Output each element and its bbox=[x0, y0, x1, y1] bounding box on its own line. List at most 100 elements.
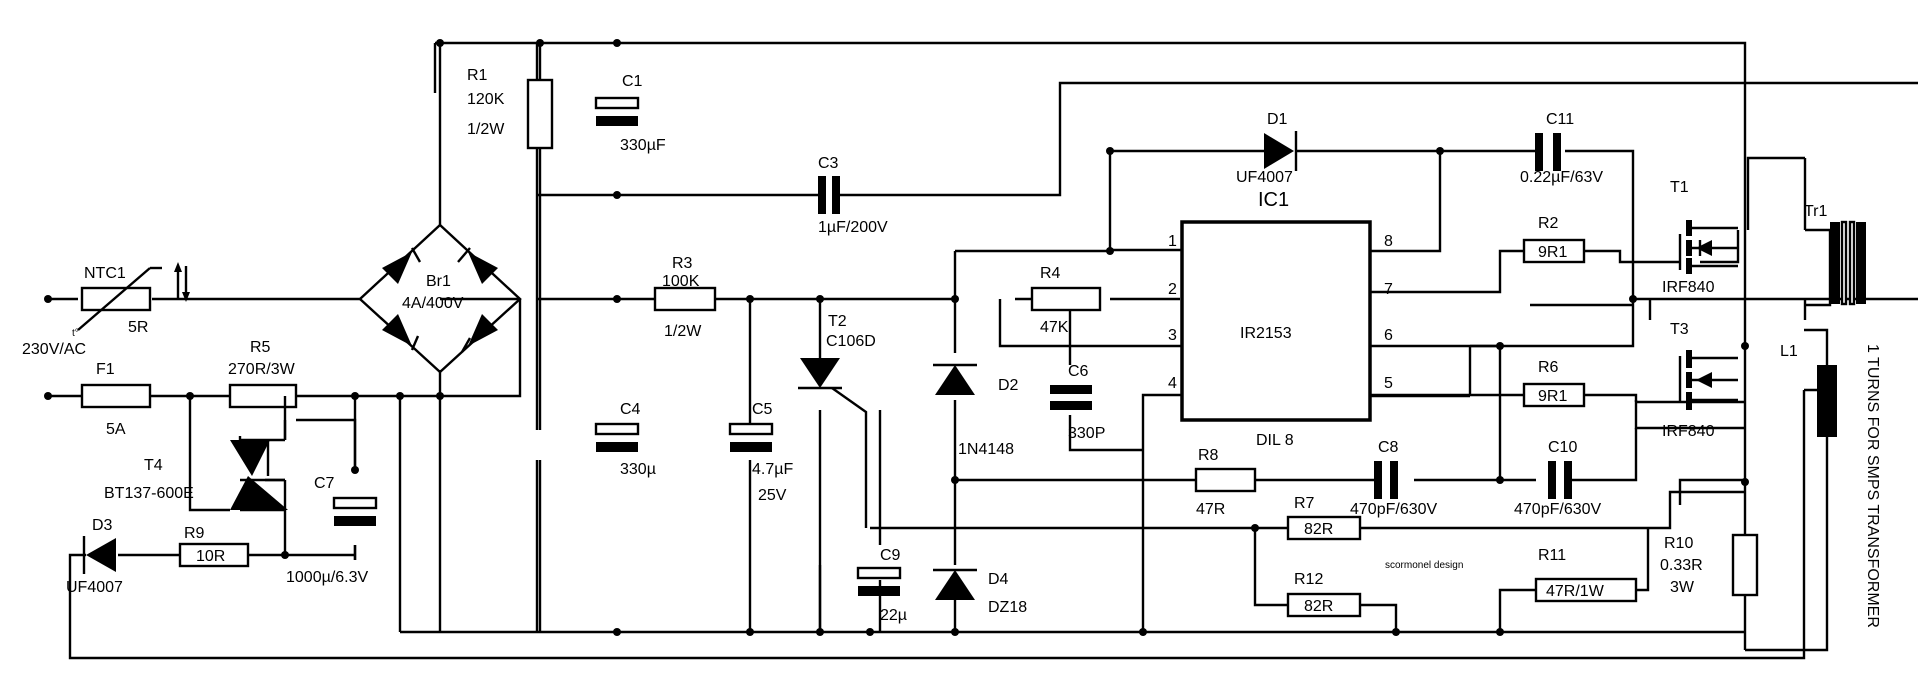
label-r9-value: 10R bbox=[196, 548, 225, 565]
label-r5: R5 bbox=[250, 339, 271, 356]
label-r10-value: 0.33R bbox=[1660, 557, 1703, 574]
label-c1-value: 330µF bbox=[620, 137, 666, 154]
pin-1: 1 bbox=[1168, 233, 1177, 250]
resistor-r7 bbox=[1286, 515, 1362, 541]
resistor-r3 bbox=[653, 286, 717, 312]
label-f1: F1 bbox=[96, 361, 115, 378]
zener-d4 bbox=[933, 568, 977, 600]
inductor-l1 bbox=[1817, 365, 1837, 437]
label-c6: C6 bbox=[1068, 363, 1089, 380]
label-c1: C1 bbox=[622, 73, 643, 90]
thermistor-ntc1 bbox=[77, 262, 190, 331]
label-t1-value: IRF840 bbox=[1662, 279, 1715, 296]
mosfet-t1 bbox=[1678, 220, 1738, 274]
label-c3-value: 1µF/200V bbox=[818, 219, 888, 236]
diode-d1 bbox=[1264, 131, 1298, 171]
label-t2-value: C106D bbox=[826, 333, 876, 350]
label-c3: C3 bbox=[818, 155, 839, 172]
label-r7: R7 bbox=[1294, 495, 1315, 512]
label-c6-value: 330P bbox=[1068, 425, 1105, 442]
label-r11: R11 bbox=[1538, 547, 1566, 564]
pin-4: 4 bbox=[1168, 375, 1177, 392]
label-r1-value: 120K bbox=[467, 91, 505, 108]
diode-d2 bbox=[933, 363, 977, 395]
label-ic-package: DIL 8 bbox=[1256, 432, 1294, 449]
label-c9-value: 22µ bbox=[880, 607, 907, 624]
thyristor-t2 bbox=[798, 358, 868, 528]
resistor-r12 bbox=[1286, 592, 1362, 618]
label-f1-value: 5A bbox=[106, 421, 126, 438]
label-r3: R3 bbox=[672, 255, 693, 272]
mosfet-t3 bbox=[1678, 350, 1738, 410]
label-r12: R12 bbox=[1294, 571, 1323, 588]
label-t3: T3 bbox=[1670, 321, 1689, 338]
resistor-r1 bbox=[526, 78, 554, 150]
capacitor-c4 bbox=[594, 422, 640, 452]
resistor-r10 bbox=[1731, 533, 1759, 597]
pin-2: 2 bbox=[1168, 281, 1177, 298]
label-r8-value: 47R bbox=[1196, 501, 1225, 518]
label-br1-value: 4A/400V bbox=[402, 295, 464, 312]
pin-8: 8 bbox=[1384, 233, 1393, 250]
label-r8: R8 bbox=[1198, 447, 1219, 464]
label-c10: C10 bbox=[1548, 439, 1577, 456]
label-tr1: Tr1 bbox=[1804, 203, 1828, 220]
label-r2-value: 9R1 bbox=[1538, 244, 1567, 261]
label-r3-value: 100K bbox=[662, 273, 700, 290]
label-t1: T1 bbox=[1670, 179, 1689, 196]
resistor-r9 bbox=[178, 542, 250, 568]
junction-dots bbox=[186, 39, 1749, 636]
fuse-f1 bbox=[80, 383, 152, 409]
label-ic-chip: IR2153 bbox=[1240, 325, 1292, 342]
capacitor-c6 bbox=[1050, 385, 1092, 410]
label-credit: scormonel design bbox=[1385, 560, 1463, 571]
resistor-r5 bbox=[228, 383, 298, 409]
label-d1-value: UF4007 bbox=[1236, 169, 1293, 186]
label-r4: R4 bbox=[1040, 265, 1061, 282]
label-r3-power: 1/2W bbox=[664, 323, 702, 340]
label-c9: C9 bbox=[880, 547, 901, 564]
resistor-r8 bbox=[1194, 467, 1257, 493]
capacitor-c11 bbox=[1535, 133, 1561, 171]
label-c5-value: 4.7µF bbox=[752, 461, 793, 478]
label-ntc1: NTC1 bbox=[84, 265, 126, 282]
label-r11-value: 47R/1W bbox=[1546, 583, 1605, 600]
label-c11: C11 bbox=[1546, 111, 1574, 128]
label-l1: L1 bbox=[1780, 343, 1798, 360]
label-t4: T4 bbox=[144, 457, 163, 474]
label-r1-power: 1/2W bbox=[467, 121, 505, 138]
label-c5-voltage: 25V bbox=[758, 487, 787, 504]
pin-5: 5 bbox=[1384, 375, 1393, 392]
label-r12-value: 82R bbox=[1304, 598, 1333, 615]
label-r9: R9 bbox=[184, 525, 205, 542]
pin-3: 3 bbox=[1168, 327, 1177, 344]
label-t2: T2 bbox=[828, 313, 847, 330]
label-d3: D3 bbox=[92, 517, 113, 534]
pin-6: 6 bbox=[1384, 327, 1393, 344]
label-c11-value: 0.22µF/63V bbox=[1520, 169, 1603, 186]
label-d3-value: UF4007 bbox=[66, 579, 123, 596]
capacitor-c9 bbox=[856, 566, 902, 596]
capacitor-c3 bbox=[818, 176, 840, 214]
label-d1: D1 bbox=[1267, 111, 1288, 128]
label-c4: C4 bbox=[620, 401, 641, 418]
label-r5-value: 270R/3W bbox=[228, 361, 296, 378]
capacitor-c1 bbox=[594, 96, 640, 126]
label-ic1: IC1 bbox=[1258, 189, 1289, 211]
label-c4-value: 330µ bbox=[620, 461, 656, 478]
wire-network bbox=[48, 41, 1918, 660]
label-r7-value: 82R bbox=[1304, 521, 1333, 538]
capacitor-c8 bbox=[1374, 461, 1398, 499]
resistor-r6 bbox=[1522, 382, 1586, 408]
label-r1: R1 bbox=[467, 67, 488, 84]
label-br1: Br1 bbox=[426, 273, 451, 290]
label-c8: C8 bbox=[1378, 439, 1399, 456]
label-d2-value: 1N4148 bbox=[958, 441, 1014, 458]
label-ntc1-value: 5R bbox=[128, 319, 148, 336]
label-r6-value: 9R1 bbox=[1538, 388, 1567, 405]
label-c7: C7 bbox=[314, 475, 335, 492]
resistor-r11 bbox=[1534, 577, 1638, 603]
label-d2: D2 bbox=[998, 377, 1019, 394]
label-d4: D4 bbox=[988, 571, 1009, 588]
capacitor-c7 bbox=[332, 496, 378, 526]
